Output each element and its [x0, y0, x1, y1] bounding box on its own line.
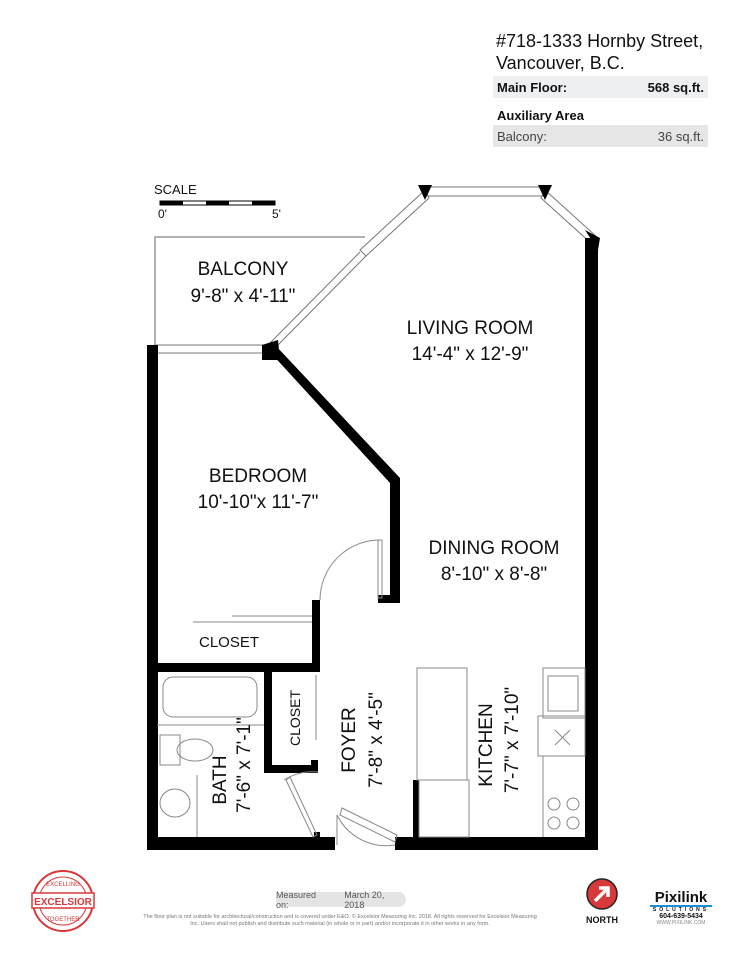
- bath-door: [285, 776, 318, 838]
- excelsior-logo: EXCELSIOR EXCELLING TOGETHER: [31, 870, 95, 932]
- bedroom-name: BEDROOM: [209, 466, 307, 487]
- closet1-name: CLOSET: [199, 634, 259, 651]
- pixilink-name: Pixilink: [650, 890, 712, 907]
- balcony-value: 36 sq.ft.: [657, 128, 704, 144]
- balcony-label: Balcony:: [497, 128, 547, 144]
- measured-date: March 20, 2018: [344, 889, 385, 910]
- dining-name: DINING ROOM: [429, 538, 560, 559]
- auxiliary-heading: Auxiliary Area: [493, 104, 708, 126]
- entry-door: [339, 807, 398, 843]
- scale-bar: SCALE 0' 5': [154, 182, 281, 221]
- kitchen-sink-icon: [542, 667, 586, 719]
- fridge-outline: [416, 667, 468, 781]
- pixilink-logo: Pixilink SOLUTIONS 604-639-5434 WWW.PIXI…: [650, 890, 712, 926]
- dining-dims: 8'-10" x 8'-8": [441, 564, 547, 585]
- address-line2: Vancouver, B.C.: [496, 53, 625, 73]
- address: #718-1333 Hornby Street, Vancouver, B.C.: [496, 30, 703, 74]
- bathtub-icon: [162, 676, 258, 718]
- main-floor-row: Main Floor: 568 sq.ft.: [493, 76, 708, 98]
- north-label: NORTH: [586, 915, 618, 925]
- bath-name: BATH: [210, 755, 231, 804]
- measured-label: Measured on:: [276, 889, 317, 910]
- walls: [147, 185, 600, 850]
- living-name: LIVING ROOM: [407, 318, 534, 339]
- kitchen-name: KITCHEN: [476, 703, 497, 786]
- balcony-row: Balcony: 36 sq.ft.: [493, 125, 708, 147]
- closet2-name: CLOSET: [287, 690, 303, 746]
- kitchen-dims: 7'-7" x 7'-10": [502, 687, 523, 793]
- living-dims: 14'-4" x 12'-9": [412, 344, 529, 365]
- balcony-dims: 9'-8" x 4'-11": [191, 286, 296, 307]
- pixilink-web: WWW.PIXILINK.COM: [656, 920, 706, 926]
- pixilink-phone: 604-639-5434: [659, 913, 703, 920]
- bedroom-dims: 10'-10"x 11'-7": [198, 492, 319, 513]
- north-indicator: NORTH: [585, 878, 619, 925]
- scale-start: 0': [158, 207, 167, 221]
- main-floor-value: 568 sq.ft.: [647, 79, 704, 95]
- foyer-name: FOYER: [339, 707, 360, 772]
- north-arrow-icon: [586, 878, 618, 910]
- sink-icon: [159, 788, 191, 818]
- bedroom-door-swing: [319, 539, 381, 601]
- floor-plan: SCALE 0' 5': [147, 182, 600, 850]
- address-line1: #718-1333 Hornby Street,: [496, 31, 704, 51]
- excelsior-text: EXCELSIOR: [34, 897, 93, 908]
- stove-icon: [547, 797, 580, 830]
- scale-end: 5': [272, 207, 281, 221]
- scale-label: SCALE: [154, 182, 197, 197]
- bath-dims: 7'-6" x 7'-1": [234, 717, 255, 813]
- main-floor-label: Main Floor:: [497, 79, 568, 95]
- foyer-dims: 7'-8" x 4'-5": [366, 692, 387, 788]
- toilet-icon: [159, 734, 181, 766]
- pixilink-sub: SOLUTIONS: [652, 907, 710, 913]
- measured-on-badge: Measured on: March 20, 2018: [276, 889, 406, 910]
- fixtures: [157, 539, 586, 847]
- disclaimer: The floor plan is not suitable for archi…: [143, 914, 537, 927]
- excelsior-bottom: TOGETHER: [46, 917, 80, 923]
- auxiliary-label: Auxiliary Area: [497, 107, 584, 123]
- excelsior-top: EXCELLING: [46, 882, 80, 888]
- balcony-name: BALCONY: [198, 259, 289, 280]
- balcony-outline: [154, 236, 365, 345]
